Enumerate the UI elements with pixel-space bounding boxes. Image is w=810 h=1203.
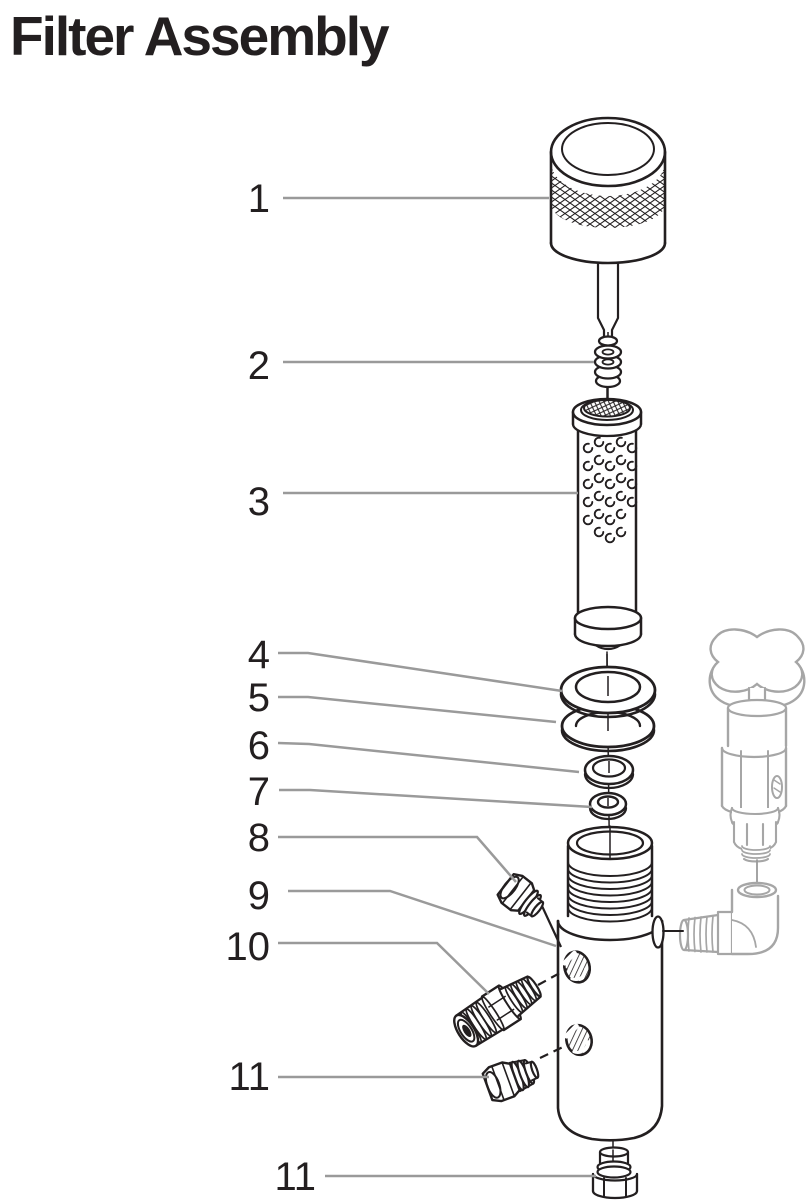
dashed-alignment-lines: [537, 968, 568, 1059]
part-11-bottom-plug: [591, 1146, 639, 1200]
callout-8: 8: [247, 816, 270, 860]
callout-1: 1: [247, 177, 270, 221]
reference-valve-assembly: [708, 628, 806, 885]
centerline-segments: [607, 676, 610, 806]
reference-elbow-fitting: [678, 881, 780, 956]
callout-3: 3: [247, 480, 270, 524]
part-3-filter-element: [571, 397, 643, 669]
callout-5: 5: [247, 676, 270, 720]
plug-8-axis-line: [541, 905, 562, 948]
leader-lines: [277, 196, 596, 1178]
part-9-filter-body: [556, 825, 684, 1142]
part-1-knurled-cap: [549, 116, 667, 354]
part-8-hex-plug: [496, 873, 545, 918]
callout-10: 10: [225, 925, 271, 969]
callout-9: 9: [247, 874, 270, 918]
callout-7: 7: [247, 770, 270, 814]
callout-11-bottom: 11: [274, 1155, 316, 1199]
callout-2: 2: [247, 344, 270, 388]
page-title: Filter Assembly: [10, 5, 390, 67]
callout-6: 6: [247, 724, 270, 768]
part-10-nipple-fitting: [453, 975, 542, 1048]
part-11-side-plug: [481, 1058, 540, 1103]
part-2-spring: [593, 335, 623, 389]
callout-11-side: 11: [228, 1055, 270, 1099]
callout-4: 4: [247, 633, 270, 677]
